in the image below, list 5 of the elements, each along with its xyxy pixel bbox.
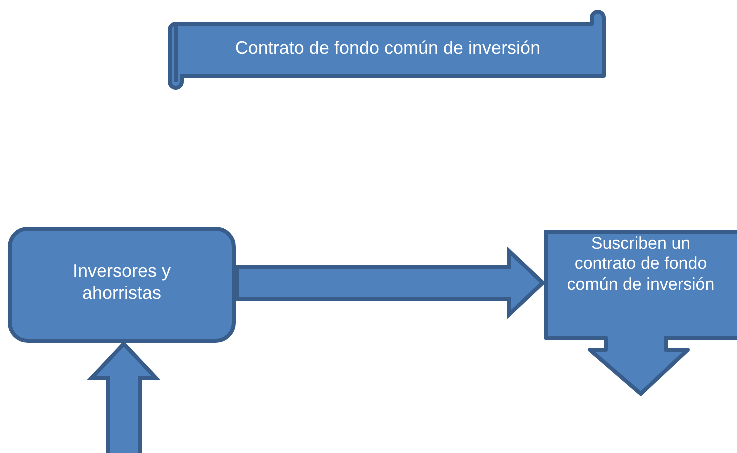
node-label: Inversores y ahorristas [72,261,172,304]
block-arrow [87,341,161,453]
node-label: Contrato de fondo común de inversión [234,38,542,60]
block-arrow [235,246,546,320]
node-label: Suscriben un contrato de fondo común de inversión [566,234,716,296]
